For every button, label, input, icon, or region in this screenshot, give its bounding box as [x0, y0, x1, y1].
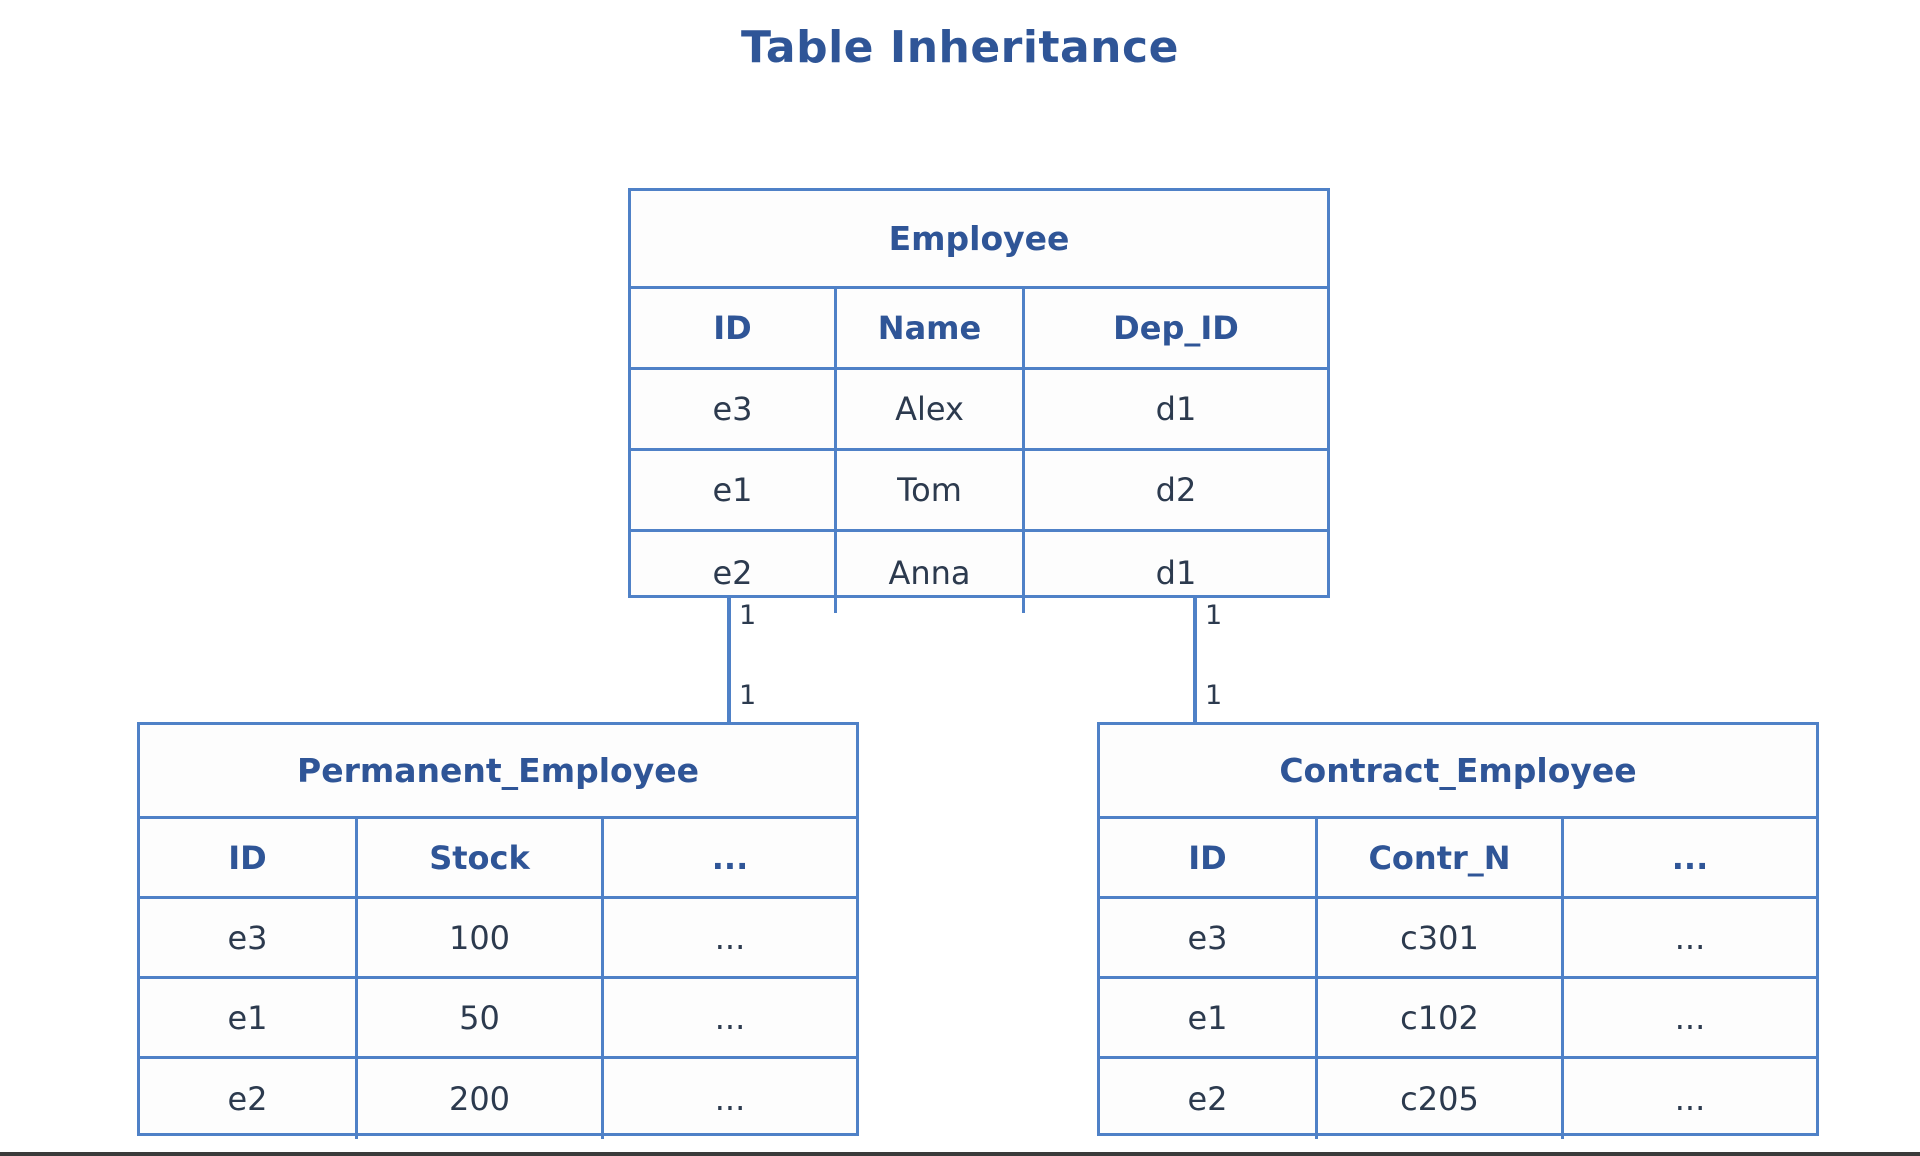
cell-stock: 100	[358, 899, 604, 976]
cell-dep-id: d1	[1155, 553, 1197, 592]
entity-table-employee: Employee ID Name Dep_ID e3 Alex d1 e1 To…	[628, 188, 1330, 613]
cell-ellipsis: ...	[1674, 998, 1706, 1037]
cell-id: e3	[631, 370, 837, 448]
cell-id: e3	[140, 899, 358, 976]
table-row: e2 c205 ...	[1100, 1059, 1816, 1139]
table-header-row: ID Contr_N ...	[1100, 819, 1816, 899]
column-header-name: Name	[837, 289, 1025, 367]
table-row: e2 200 ...	[140, 1059, 856, 1139]
cell-ellipsis: ...	[714, 998, 746, 1037]
cell-contr-n: c205	[1318, 1059, 1564, 1139]
table-row: e1 c102 ...	[1100, 979, 1816, 1059]
column-header-ellipsis: ...	[1671, 838, 1709, 877]
entity-title-permanent-employee: Permanent_Employee	[140, 725, 856, 819]
cell-id: e1	[1100, 979, 1318, 1056]
column-header-dep-id: Dep_ID	[1113, 309, 1239, 347]
table-row: e1 50 ...	[140, 979, 856, 1059]
table-header-row: ID Name Dep_ID	[631, 289, 1327, 370]
entity-table-contract-employee: Contract_Employee ID Contr_N ... e3 c301…	[1097, 722, 1819, 1139]
cell-name: Tom	[837, 451, 1025, 529]
table-row: e3 c301 ...	[1100, 899, 1816, 979]
cardinality-label-child-right: 1	[1205, 680, 1223, 711]
table-row: e3 100 ...	[140, 899, 856, 979]
cell-contr-n: c102	[1318, 979, 1564, 1056]
cell-name: Anna	[837, 532, 1025, 613]
cell-id: e2	[140, 1059, 358, 1139]
table-header-row: ID Stock ...	[140, 819, 856, 899]
column-header-stock: Stock	[358, 819, 604, 896]
cell-ellipsis: ...	[1674, 918, 1706, 957]
connector-line-contract-employee	[1193, 596, 1197, 724]
table-row: e2 Anna d1	[631, 532, 1327, 613]
cell-id: e2	[1100, 1059, 1318, 1139]
cell-stock: 50	[358, 979, 604, 1056]
table-row: e3 Alex d1	[631, 370, 1327, 451]
cell-name: Alex	[837, 370, 1025, 448]
entity-table-permanent-employee: Permanent_Employee ID Stock ... e3 100 .…	[137, 722, 859, 1139]
column-header-contr-n: Contr_N	[1318, 819, 1564, 896]
column-header-id: ID	[1100, 819, 1318, 896]
cell-dep-id: d2	[1155, 471, 1197, 509]
connector-line-permanent-employee	[727, 596, 731, 724]
table-row: e1 Tom d2	[631, 451, 1327, 532]
cell-id: e3	[1100, 899, 1318, 976]
bottom-divider	[0, 1152, 1920, 1156]
column-header-id: ID	[631, 289, 837, 367]
cell-stock: 200	[358, 1059, 604, 1139]
cell-id: e1	[140, 979, 358, 1056]
cell-ellipsis: ...	[1674, 1080, 1706, 1118]
cardinality-label-parent-right: 1	[1205, 600, 1223, 631]
entity-title-employee: Employee	[631, 191, 1327, 289]
cardinality-label-parent-left: 1	[739, 600, 757, 631]
page-title: Table Inheritance	[741, 22, 1179, 73]
cell-ellipsis: ...	[714, 1080, 746, 1118]
cardinality-label-child-left: 1	[739, 680, 757, 711]
column-header-id: ID	[140, 819, 358, 896]
column-header-ellipsis: ...	[711, 838, 749, 877]
cell-id: e2	[631, 532, 837, 613]
entity-title-contract-employee: Contract_Employee	[1100, 725, 1816, 819]
cell-dep-id: d1	[1155, 390, 1197, 428]
cell-ellipsis: ...	[714, 918, 746, 957]
cell-contr-n: c301	[1318, 899, 1564, 976]
cell-id: e1	[631, 451, 837, 529]
